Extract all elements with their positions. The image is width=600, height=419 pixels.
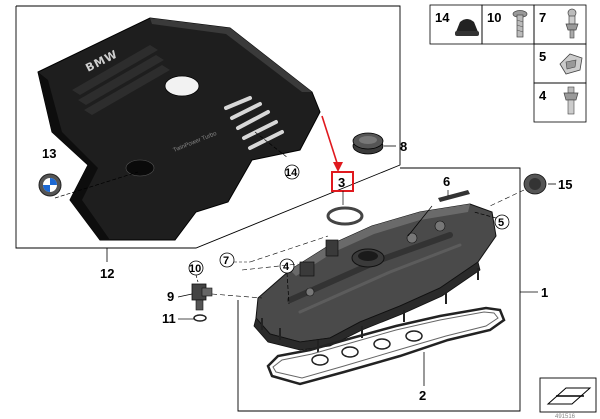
callout-9: 9	[167, 289, 174, 304]
callout-13: 13	[42, 146, 56, 161]
legend-number-4: 4	[539, 88, 547, 103]
legend-number-5: 5	[539, 49, 546, 64]
valve-cover-group: 1	[237, 167, 548, 412]
seal-ring	[326, 206, 364, 226]
callout-2: 2	[419, 388, 426, 403]
callout-4: 4	[283, 261, 290, 273]
callout-15: 15	[558, 177, 572, 192]
callout-10: 10	[189, 263, 201, 275]
badge-recess	[125, 159, 155, 177]
ball-stud-icon	[565, 8, 579, 39]
cylinder-head-cover	[253, 203, 497, 352]
callout-5: 5	[498, 217, 504, 229]
cover-ribs	[72, 45, 170, 115]
footer-code: 491516	[555, 414, 576, 419]
breather-valve	[523, 173, 547, 195]
legend-number-14: 14	[435, 10, 450, 25]
engine-cover: BMW TwinPower Turbo	[37, 17, 321, 241]
parts-legend: 14 10 7 5 4	[429, 4, 587, 123]
callout-14: 14	[285, 167, 298, 179]
oil-filler-opening	[164, 75, 200, 97]
highlight-arrow	[321, 115, 343, 172]
legend-number-10: 10	[487, 10, 501, 25]
clip-icon	[559, 53, 583, 75]
grommet-icon	[455, 19, 479, 36]
engine-cover-group: 12 BMW TwinPow	[15, 5, 401, 281]
callout-11: 11	[162, 311, 176, 326]
cover-vents	[224, 96, 284, 150]
callout-8: 8	[400, 139, 407, 154]
bmw-emblem-icon	[38, 173, 62, 197]
stud-icon	[563, 86, 579, 115]
bolt-icon	[512, 10, 528, 38]
callout-12: 12	[100, 266, 114, 281]
legend-number-7: 7	[539, 10, 546, 25]
highlighted-callout-box	[331, 171, 354, 192]
callout-1: 1	[541, 285, 548, 300]
mounting-studs	[261, 268, 479, 352]
callout-3: 3	[338, 175, 345, 190]
diagram-symbol	[539, 377, 597, 413]
gasket	[266, 306, 506, 386]
oil-filler-cap	[352, 132, 384, 155]
callout-7: 7	[223, 255, 229, 267]
sensor	[191, 283, 213, 311]
o-ring	[193, 314, 207, 322]
callout-6: 6	[443, 174, 450, 189]
seal-strip	[438, 190, 470, 202]
